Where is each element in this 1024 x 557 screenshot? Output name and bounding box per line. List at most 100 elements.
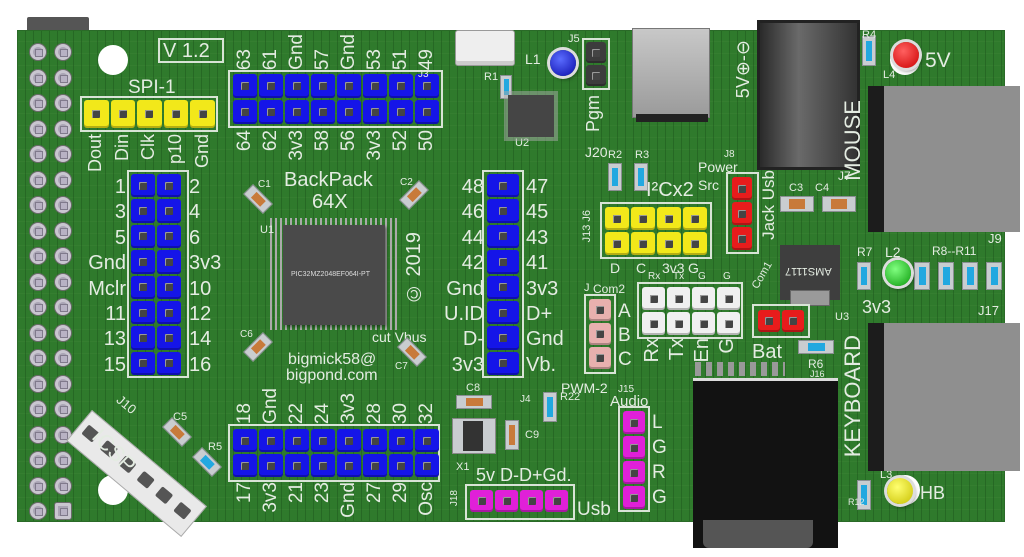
header-pin[interactable] [415, 454, 439, 477]
top-pin-header[interactable] [232, 73, 440, 125]
mouse-connector[interactable] [868, 86, 1020, 232]
power-src-jumper[interactable] [731, 176, 753, 251]
header-pin[interactable] [605, 207, 629, 230]
header-pin[interactable] [487, 326, 519, 350]
header-pin[interactable] [259, 74, 283, 98]
header-pin[interactable] [363, 454, 387, 477]
header-pin[interactable] [233, 429, 257, 452]
header-pin[interactable] [131, 301, 155, 325]
header-pin[interactable] [667, 287, 690, 310]
pgm-jumper[interactable] [585, 41, 607, 87]
header-pin[interactable] [311, 100, 335, 124]
header-pin[interactable] [363, 100, 387, 124]
header-pin[interactable] [758, 310, 780, 332]
header-pin[interactable] [285, 74, 309, 98]
header-pin[interactable] [157, 199, 181, 223]
header-pin[interactable] [337, 74, 361, 98]
header-pin[interactable] [157, 326, 181, 350]
header-pin[interactable] [233, 100, 257, 124]
header-pin[interactable] [157, 174, 181, 198]
header-pin[interactable] [732, 227, 752, 250]
header-pin[interactable] [84, 100, 109, 128]
header-pin[interactable] [642, 287, 665, 310]
header-pin[interactable] [389, 100, 413, 124]
sd-card-slot[interactable] [693, 378, 838, 548]
header-pin[interactable] [285, 454, 309, 477]
header-pin[interactable] [623, 411, 645, 434]
header-pin[interactable] [717, 287, 740, 310]
header-pin[interactable] [389, 429, 413, 452]
header-pin[interactable] [157, 250, 181, 274]
header-pin[interactable] [337, 429, 361, 452]
header-pin[interactable] [487, 224, 519, 249]
header-pin[interactable] [415, 429, 439, 452]
dc-barrel-jack[interactable] [757, 20, 860, 170]
header-pin[interactable] [589, 299, 611, 321]
header-pin[interactable] [631, 232, 655, 255]
header-pin[interactable] [131, 174, 155, 198]
pwm-header[interactable] [588, 298, 612, 370]
reset-button[interactable] [455, 30, 515, 66]
header-pin[interactable] [259, 429, 283, 452]
header-pin[interactable] [415, 74, 439, 98]
spi-header[interactable] [83, 99, 216, 129]
header-pin[interactable] [692, 312, 715, 335]
bottom-pin-header[interactable] [232, 428, 440, 478]
header-pin[interactable] [389, 74, 413, 98]
header-pin[interactable] [131, 275, 155, 299]
header-pin[interactable] [157, 275, 181, 299]
header-pin[interactable] [285, 100, 309, 124]
header-pin[interactable] [233, 454, 257, 477]
header-pin[interactable] [190, 100, 215, 128]
header-pin[interactable] [589, 347, 611, 369]
header-pin[interactable] [623, 436, 645, 459]
header-pin[interactable] [586, 65, 606, 86]
header-pin[interactable] [389, 454, 413, 477]
header-pin[interactable] [131, 224, 155, 249]
header-pin[interactable] [487, 301, 519, 325]
header-pin[interactable] [487, 275, 519, 299]
keyboard-connector[interactable] [868, 323, 1020, 471]
icsp-pin[interactable] [154, 486, 174, 505]
i2c-header[interactable] [604, 206, 708, 256]
header-pin[interactable] [623, 486, 645, 509]
header-pin[interactable] [311, 74, 335, 98]
header-pin[interactable] [337, 100, 361, 124]
audio-header[interactable] [622, 410, 646, 510]
header-pin[interactable] [657, 232, 681, 255]
header-pin[interactable] [732, 202, 752, 225]
header-pin[interactable] [415, 100, 439, 124]
header-pin[interactable] [631, 207, 655, 230]
header-pin[interactable] [717, 312, 740, 335]
usb-header[interactable] [469, 489, 569, 513]
bat-jumper[interactable] [757, 309, 805, 333]
micro-usb-connector[interactable] [632, 28, 710, 118]
header-pin[interactable] [259, 100, 283, 124]
header-pin[interactable] [683, 207, 707, 230]
header-pin[interactable] [131, 326, 155, 350]
icsp-pin[interactable] [136, 470, 155, 489]
header-pin[interactable] [487, 199, 519, 223]
header-pin[interactable] [137, 100, 162, 128]
header-pin[interactable] [683, 232, 707, 255]
header-pin[interactable] [157, 301, 181, 325]
header-pin[interactable] [487, 174, 519, 198]
header-pin[interactable] [589, 323, 611, 345]
com2-header[interactable] [641, 286, 741, 336]
header-pin[interactable] [131, 351, 155, 376]
header-pin[interactable] [782, 310, 804, 332]
icsp-pin[interactable] [173, 501, 192, 520]
header-pin[interactable] [363, 74, 387, 98]
header-pin[interactable] [157, 351, 181, 376]
header-pin[interactable] [487, 351, 519, 376]
header-pin[interactable] [732, 177, 752, 200]
header-pin[interactable] [623, 461, 645, 484]
header-pin[interactable] [157, 224, 181, 249]
header-pin[interactable] [259, 454, 283, 477]
header-pin[interactable] [363, 429, 387, 452]
header-pin[interactable] [337, 454, 361, 477]
header-pin[interactable] [163, 100, 189, 128]
header-pin[interactable] [667, 312, 690, 335]
header-pin[interactable] [657, 207, 681, 230]
header-pin[interactable] [131, 199, 155, 223]
